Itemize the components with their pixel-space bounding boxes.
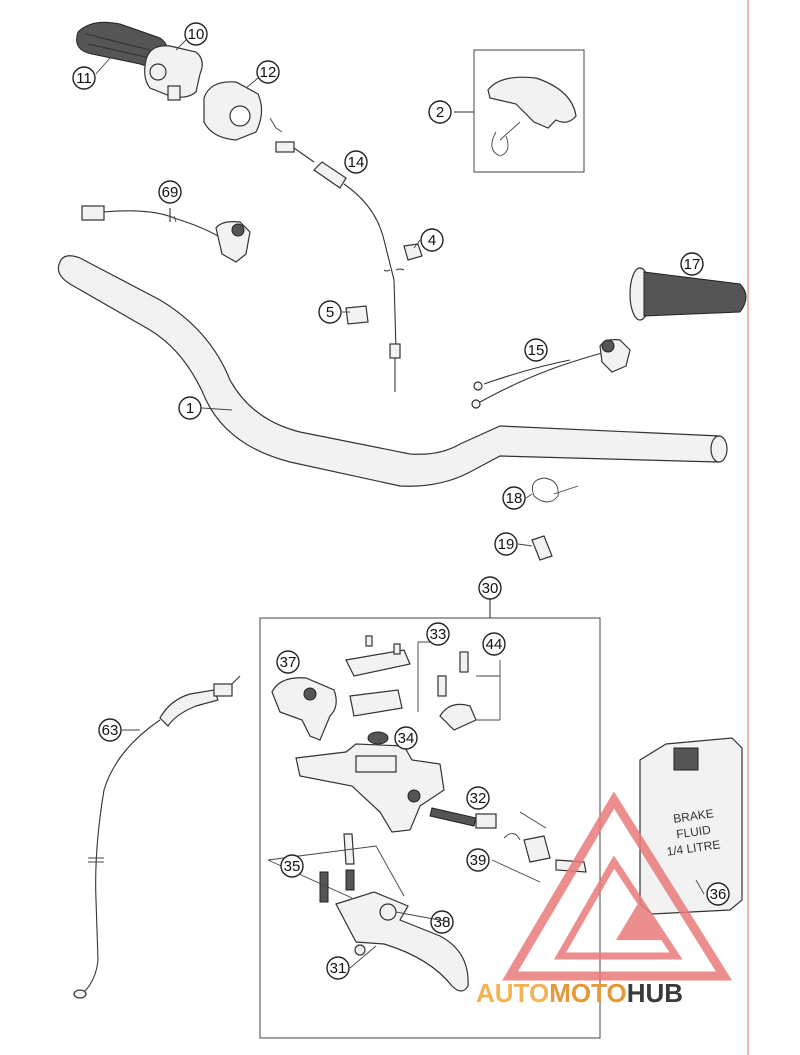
clamp-part (437, 651, 501, 731)
callout-35: 35 (280, 854, 304, 878)
svg-text:38: 38 (434, 914, 451, 931)
callout-37: 37 (276, 650, 300, 674)
lever-bracket-part (271, 677, 337, 741)
brake-hose-part (73, 675, 241, 999)
svg-text:5: 5 (326, 304, 334, 321)
leader-lines (95, 39, 705, 969)
watermark-text: AUTOMOTOHUB (476, 978, 683, 1008)
callout-18: 18 (502, 486, 526, 510)
callout-34: 34 (394, 726, 418, 750)
svg-text:BRAKE: BRAKE (672, 806, 714, 826)
sleeve-part (531, 535, 553, 561)
small-part-5 (345, 305, 369, 325)
callout-10: 10 (184, 22, 208, 46)
svg-text:31: 31 (330, 960, 347, 977)
brake-lever-part (267, 833, 469, 992)
svg-text:18: 18 (506, 490, 523, 507)
cable-14-part (269, 117, 405, 392)
piston-part (429, 807, 497, 829)
callout-69: 69 (158, 180, 182, 204)
start-switch-part (471, 339, 631, 409)
cover-box (454, 49, 585, 173)
svg-text:12: 12 (260, 64, 277, 81)
watermark-auto: AUTO (476, 978, 549, 1008)
callout-36: 36 (706, 882, 730, 906)
svg-text:FLUID: FLUID (675, 823, 712, 842)
diaphragm-part (367, 731, 389, 745)
svg-text:36: 36 (710, 886, 727, 903)
svg-text:32: 32 (470, 790, 487, 807)
cable-tie-part (531, 477, 579, 503)
svg-text:34: 34 (398, 730, 415, 747)
callout-30: 30 (478, 576, 502, 600)
watermark-moto: MOTO (549, 978, 627, 1008)
callout-63: 63 (98, 718, 122, 742)
small-part-4 (403, 243, 423, 261)
callout-5: 5 (318, 300, 342, 324)
callout-44: 44 (482, 632, 506, 656)
watermark-logo (502, 791, 733, 981)
callout-31: 31 (326, 956, 350, 980)
master-cylinder-part (295, 743, 445, 833)
callout-39: 39 (466, 848, 490, 872)
callout-33: 33 (426, 622, 450, 646)
svg-text:63: 63 (102, 722, 119, 739)
callout-2: 2 (428, 100, 452, 124)
svg-text:37: 37 (280, 654, 297, 671)
svg-text:30: 30 (482, 580, 499, 597)
callout-17: 17 (680, 252, 704, 276)
callout-32: 32 (466, 786, 490, 810)
svg-text:11: 11 (76, 70, 92, 87)
reservoir-cap-part (345, 635, 430, 717)
handlebar-part (57, 255, 728, 487)
svg-text:4: 4 (428, 232, 436, 249)
callout-4: 4 (420, 228, 444, 252)
callout-12: 12 (256, 60, 280, 84)
svg-text:2: 2 (436, 104, 444, 121)
svg-text:44: 44 (486, 636, 503, 653)
svg-text:17: 17 (684, 256, 701, 273)
svg-text:1: 1 (186, 400, 194, 417)
svg-text:10: 10 (188, 26, 205, 43)
right-grip-part (629, 267, 747, 321)
svg-text:14: 14 (348, 154, 365, 171)
throttle-cover-part (203, 81, 263, 141)
callout-11: 11 (72, 66, 96, 90)
watermark-hub: HUB (627, 978, 683, 1008)
kill-switch-part (81, 205, 251, 263)
svg-text:69: 69 (162, 184, 179, 201)
callout-14: 14 (344, 150, 368, 174)
svg-text:19: 19 (498, 536, 515, 553)
callout-1: 1 (178, 396, 202, 420)
callout-38: 38 (430, 910, 454, 934)
callout-19: 19 (494, 532, 518, 556)
throttle-housing-part (144, 45, 203, 101)
svg-text:33: 33 (430, 626, 447, 643)
svg-text:35: 35 (284, 858, 301, 875)
svg-text:39: 39 (470, 852, 487, 869)
callout-15: 15 (524, 338, 548, 362)
svg-text:15: 15 (528, 342, 545, 359)
